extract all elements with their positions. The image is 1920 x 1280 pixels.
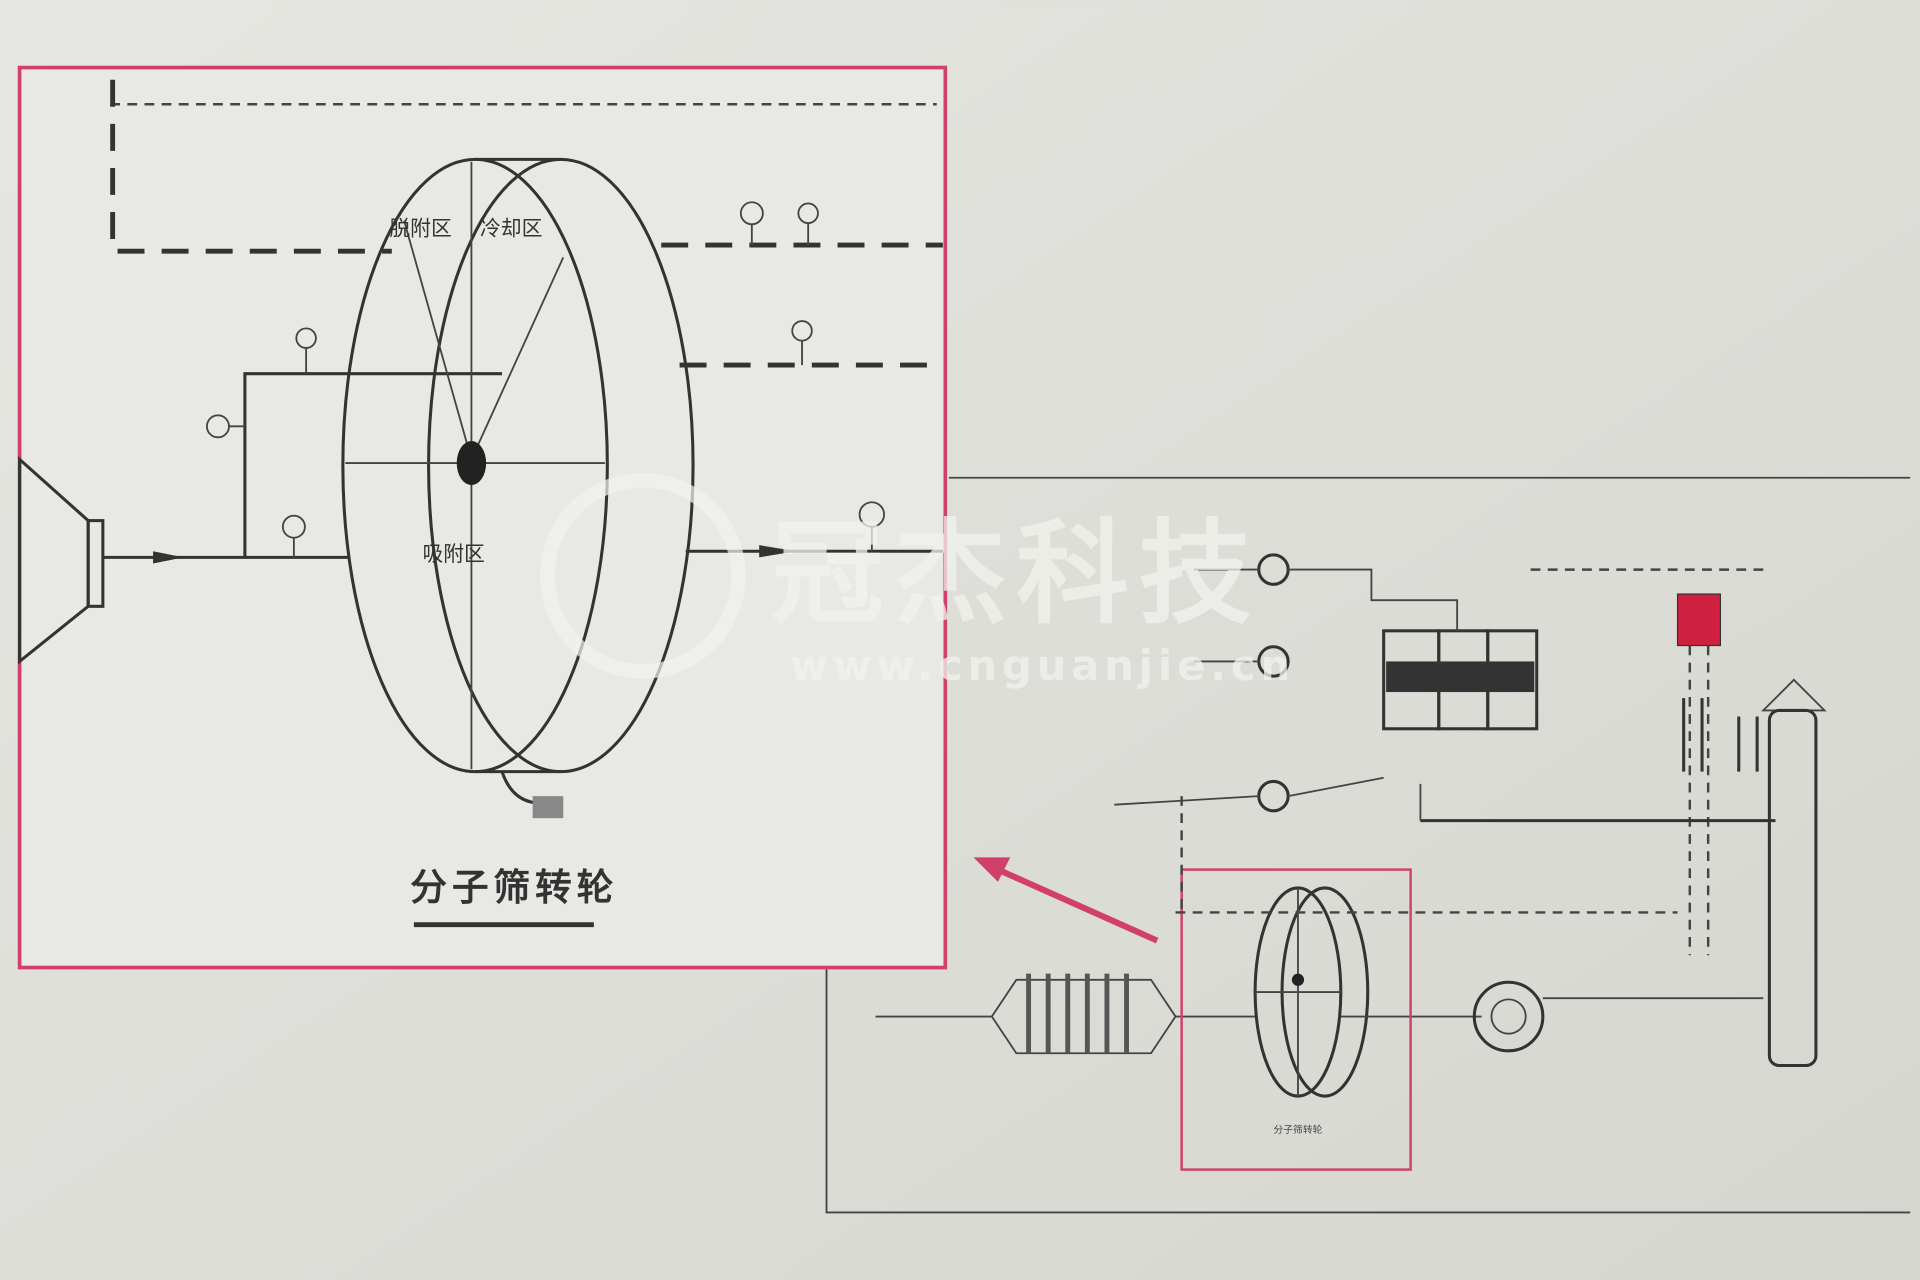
molecular-sieve-rotor <box>341 157 695 819</box>
catalytic-beds <box>1382 629 1539 731</box>
small-rotor <box>1175 886 1482 1098</box>
watermark-url: www.cnguanjie.cn <box>790 641 1295 690</box>
main-fan <box>1472 980 1764 1053</box>
overview-diagram: 分子筛转轮 <box>825 476 1911 1214</box>
pressure-gauges <box>206 201 885 558</box>
heater <box>1676 593 1722 647</box>
desorption-zone-label: 脱附区 <box>389 216 451 240</box>
cooling-zone-label: 冷却区 <box>480 216 542 240</box>
zoom-arrow <box>973 857 1159 944</box>
aux-fans <box>1114 553 1776 823</box>
watermark-brand: 冠杰科技 <box>771 507 1261 639</box>
rotor-highlight-box <box>1180 868 1412 1171</box>
adsorption-zone-label: 吸附区 <box>422 542 484 566</box>
chimney <box>1761 678 1827 1068</box>
zoom-panel: 脱附区 冷却区 吸附区 分子筛转轮 <box>17 65 948 970</box>
zoom-panel-title: 分子筛转轮 <box>410 866 618 909</box>
rotor-label: 分子筛转轮 <box>1273 1123 1322 1136</box>
watermark: 冠杰科技 www.cnguanjie.cn <box>540 472 1295 690</box>
watermark-logo <box>540 472 746 679</box>
